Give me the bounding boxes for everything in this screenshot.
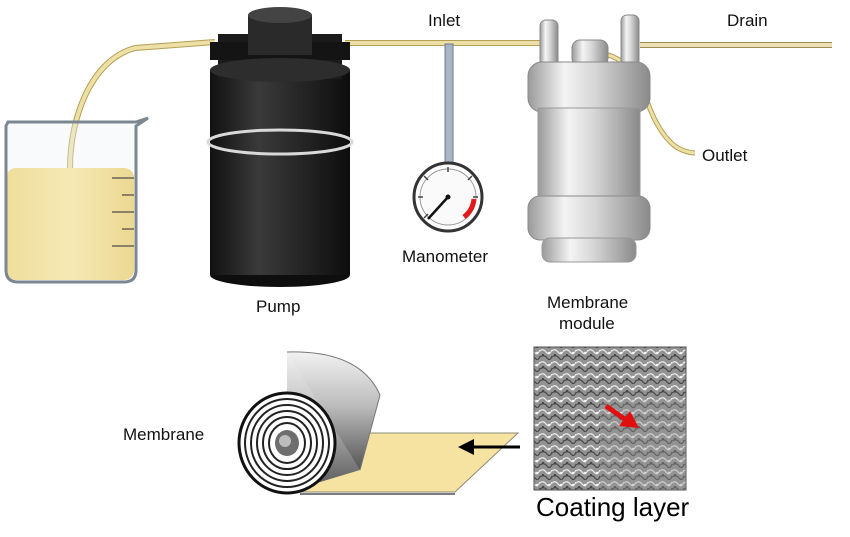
membrane-module-icon	[527, 14, 651, 263]
inlet-label: Inlet	[428, 11, 461, 30]
manometer-label: Manometer	[402, 247, 488, 266]
manometer-icon	[412, 161, 484, 233]
pump-icon	[206, 7, 354, 287]
sem-image-icon	[533, 346, 687, 491]
membrane-module-label-line2: module	[559, 314, 615, 333]
beaker-icon	[4, 116, 149, 284]
membrane-roll-icon	[237, 351, 520, 495]
arrow-left-icon	[458, 439, 520, 455]
coating-layer-label: Coating layer	[536, 492, 690, 522]
membrane-module-label-line1: Membrane	[547, 293, 629, 312]
outlet-label: Outlet	[702, 146, 748, 165]
pump-label: Pump	[256, 297, 301, 316]
membrane-label: Membrane	[123, 425, 205, 444]
drain-label: Drain	[727, 11, 768, 30]
